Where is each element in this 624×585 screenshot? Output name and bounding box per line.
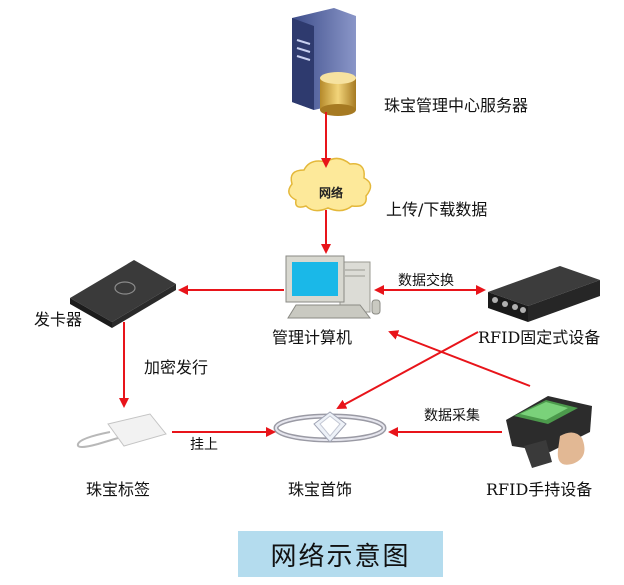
- rfid-handheld-icon: [506, 396, 592, 468]
- tag-label: 珠宝标签: [86, 480, 151, 499]
- rfid-handheld-label: RFID手持设备: [486, 480, 593, 499]
- cloud-icon: [288, 157, 372, 212]
- rfid-fixed-reader-icon: [488, 266, 600, 322]
- server-label: 珠宝管理中心服务器: [384, 96, 529, 115]
- rfid-tag-icon: [76, 413, 167, 448]
- attach-label: 挂上: [190, 437, 218, 453]
- computer-label: 管理计算机: [272, 328, 353, 347]
- computer-icon: [285, 255, 381, 319]
- database-icon: [320, 72, 356, 116]
- card-issuer-label: 发卡器: [34, 310, 83, 329]
- data-exchange-label: 数据交换: [398, 273, 454, 289]
- data-collect-label: 数据采集: [424, 408, 480, 424]
- encrypt-issue-label: 加密发行: [144, 358, 209, 377]
- jewelry-label: 珠宝首饰: [288, 480, 353, 499]
- network-label: 网络: [319, 185, 343, 200]
- arrow-fixed-to-jewelry: [336, 331, 479, 409]
- ring-icon: [273, 411, 387, 443]
- rfid-fixed-label: RFID固定式设备: [478, 328, 601, 347]
- arrows: [119, 112, 531, 437]
- upload-download-label: 上传/下载数据: [386, 200, 488, 219]
- diagram-caption: 网络示意图: [238, 531, 443, 577]
- card-issuer-icon: [70, 260, 176, 328]
- arrow-handheld-to-computer: [388, 330, 531, 387]
